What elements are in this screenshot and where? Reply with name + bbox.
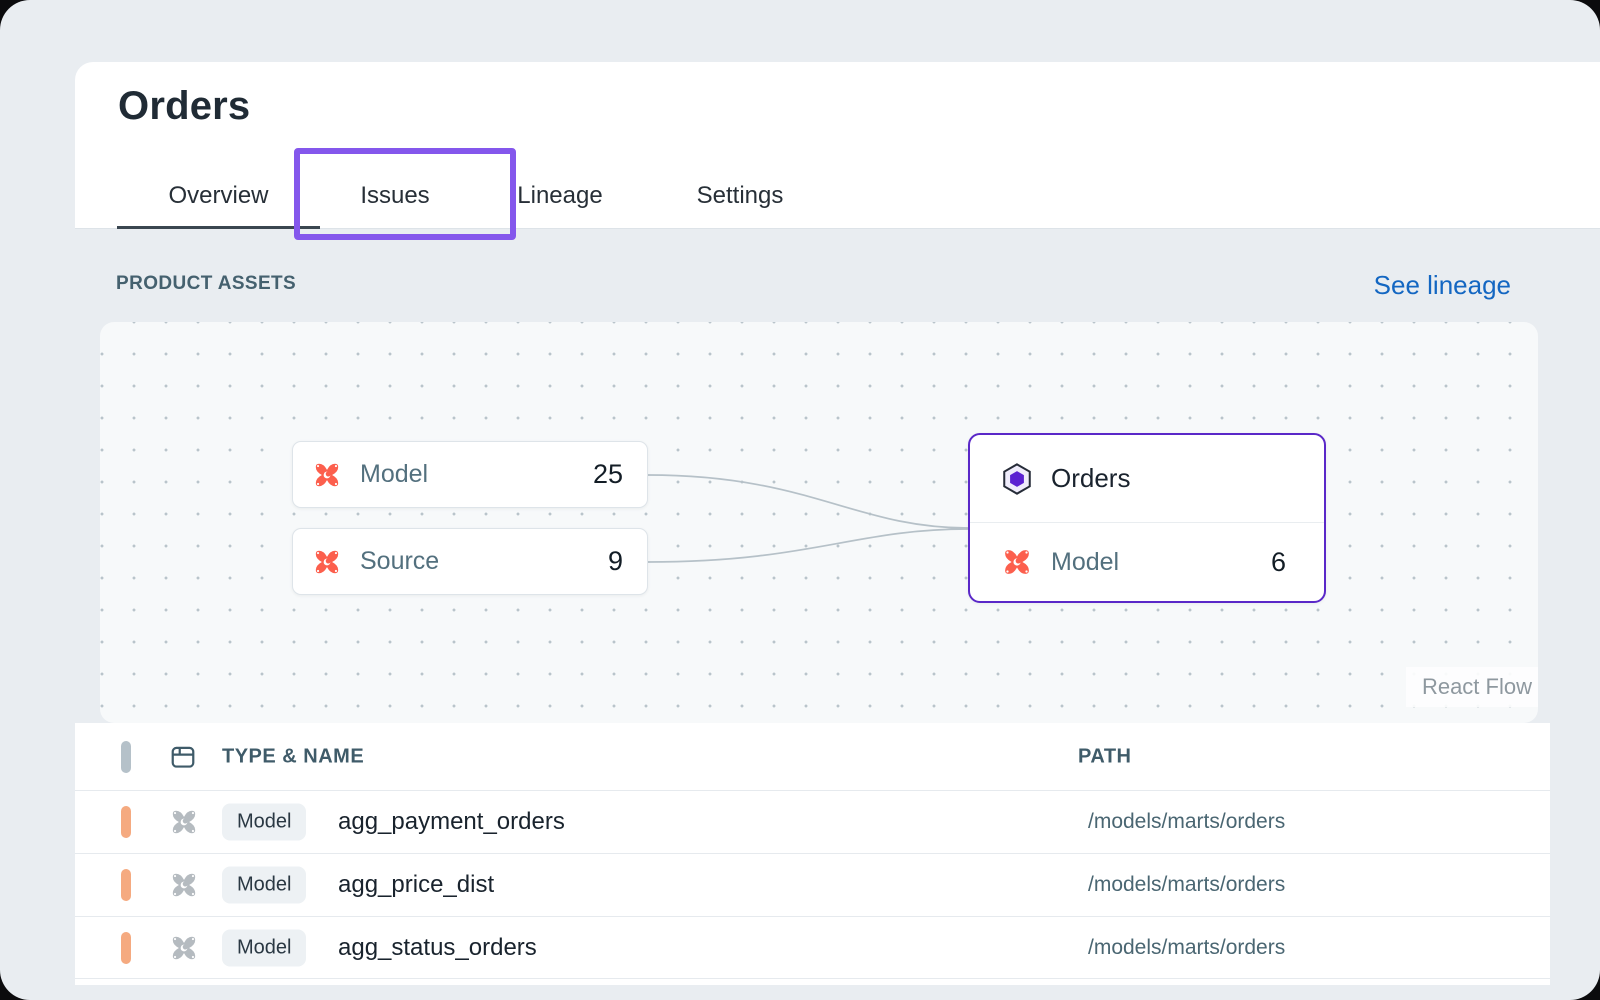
column-header-path: PATH (1078, 745, 1132, 767)
drag-handle[interactable] (121, 740, 131, 773)
type-badge: Model (222, 803, 307, 841)
asset-name[interactable]: agg_payment_orders (338, 808, 565, 835)
node-label: Model (1051, 547, 1120, 576)
window-icon (169, 743, 197, 771)
hexagon-icon (1000, 462, 1034, 496)
see-lineage-link[interactable]: See lineage (1373, 270, 1511, 300)
node-label: Source (360, 547, 440, 575)
node-count: 25 (592, 459, 623, 489)
row-marker (121, 806, 131, 838)
page-title: Orders (118, 84, 251, 128)
table-row[interactable]: Model agg_status_orders /models/marts/or… (75, 916, 1550, 979)
row-marker (121, 869, 131, 901)
dbt-icon (1000, 545, 1034, 579)
orders-node-model-row: Model 6 (970, 523, 1324, 601)
dbt-icon-gray (168, 869, 200, 901)
page-header: Orders Overview Issues Lineage Settings (75, 62, 1600, 229)
type-badge: Model (222, 866, 307, 904)
issues-highlight-box (294, 148, 516, 240)
flow-node-orders[interactable]: Orders Model 6 (968, 433, 1326, 603)
dbt-icon-gray (168, 932, 200, 964)
asset-path: /models/marts/orders (1088, 935, 1286, 959)
reactflow-attribution[interactable]: React Flow (1405, 667, 1538, 707)
asset-name[interactable]: agg_price_dist (338, 871, 495, 898)
row-marker (121, 931, 131, 964)
tab-settings[interactable]: Settings (696, 182, 784, 209)
type-badge: Model (222, 929, 307, 966)
column-header-type-name: TYPE & NAME (222, 745, 365, 767)
flow-node-source[interactable]: Source 9 (292, 528, 648, 595)
dbt-icon (311, 459, 343, 491)
tab-issues[interactable]: Issues (360, 182, 430, 209)
table-row[interactable]: Model agg_payment_orders /models/marts/o… (75, 790, 1550, 853)
tab-lineage[interactable]: Lineage (517, 182, 603, 209)
assets-table: TYPE & NAME PATH Model agg_payment_order… (75, 723, 1550, 985)
asset-name[interactable]: agg_status_orders (338, 933, 537, 961)
table-header-row: TYPE & NAME PATH (75, 723, 1550, 790)
node-count: 6 (1270, 546, 1286, 577)
section-heading: PRODUCT ASSETS (116, 273, 297, 294)
orders-node-title-row: Orders (970, 435, 1324, 523)
dbt-icon (311, 546, 343, 578)
flow-node-model[interactable]: Model 25 (292, 441, 648, 508)
dbt-icon-gray (168, 806, 200, 838)
node-count: 9 (607, 546, 623, 576)
tab-overview[interactable]: Overview (117, 164, 320, 229)
table-row[interactable]: Model agg_price_dist /models/marts/order… (75, 853, 1550, 916)
asset-path: /models/marts/orders (1088, 873, 1286, 896)
lineage-canvas[interactable]: Model 25 Source 9 Orders Model 6 React F… (100, 322, 1538, 723)
asset-path: /models/marts/orders (1088, 810, 1286, 833)
node-label: Model (360, 460, 429, 488)
node-title: Orders (1051, 463, 1131, 493)
